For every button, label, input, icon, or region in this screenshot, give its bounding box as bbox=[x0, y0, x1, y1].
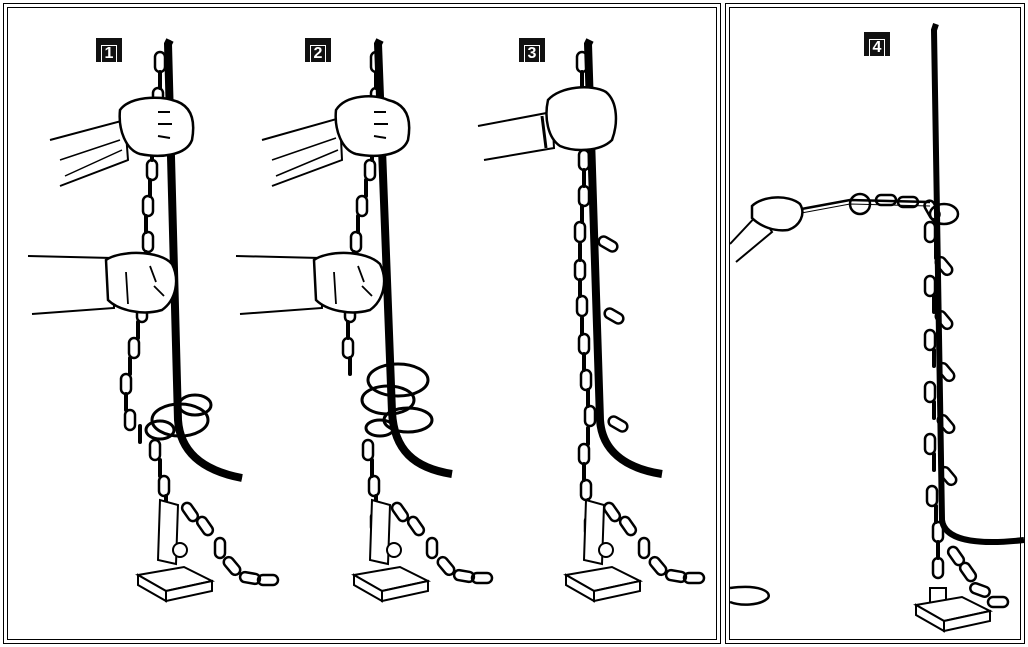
panel-2-figure bbox=[236, 40, 492, 601]
panel-3-figure bbox=[478, 40, 704, 601]
panel-1-figure bbox=[28, 40, 278, 601]
panel-4-figure bbox=[730, 24, 1024, 631]
